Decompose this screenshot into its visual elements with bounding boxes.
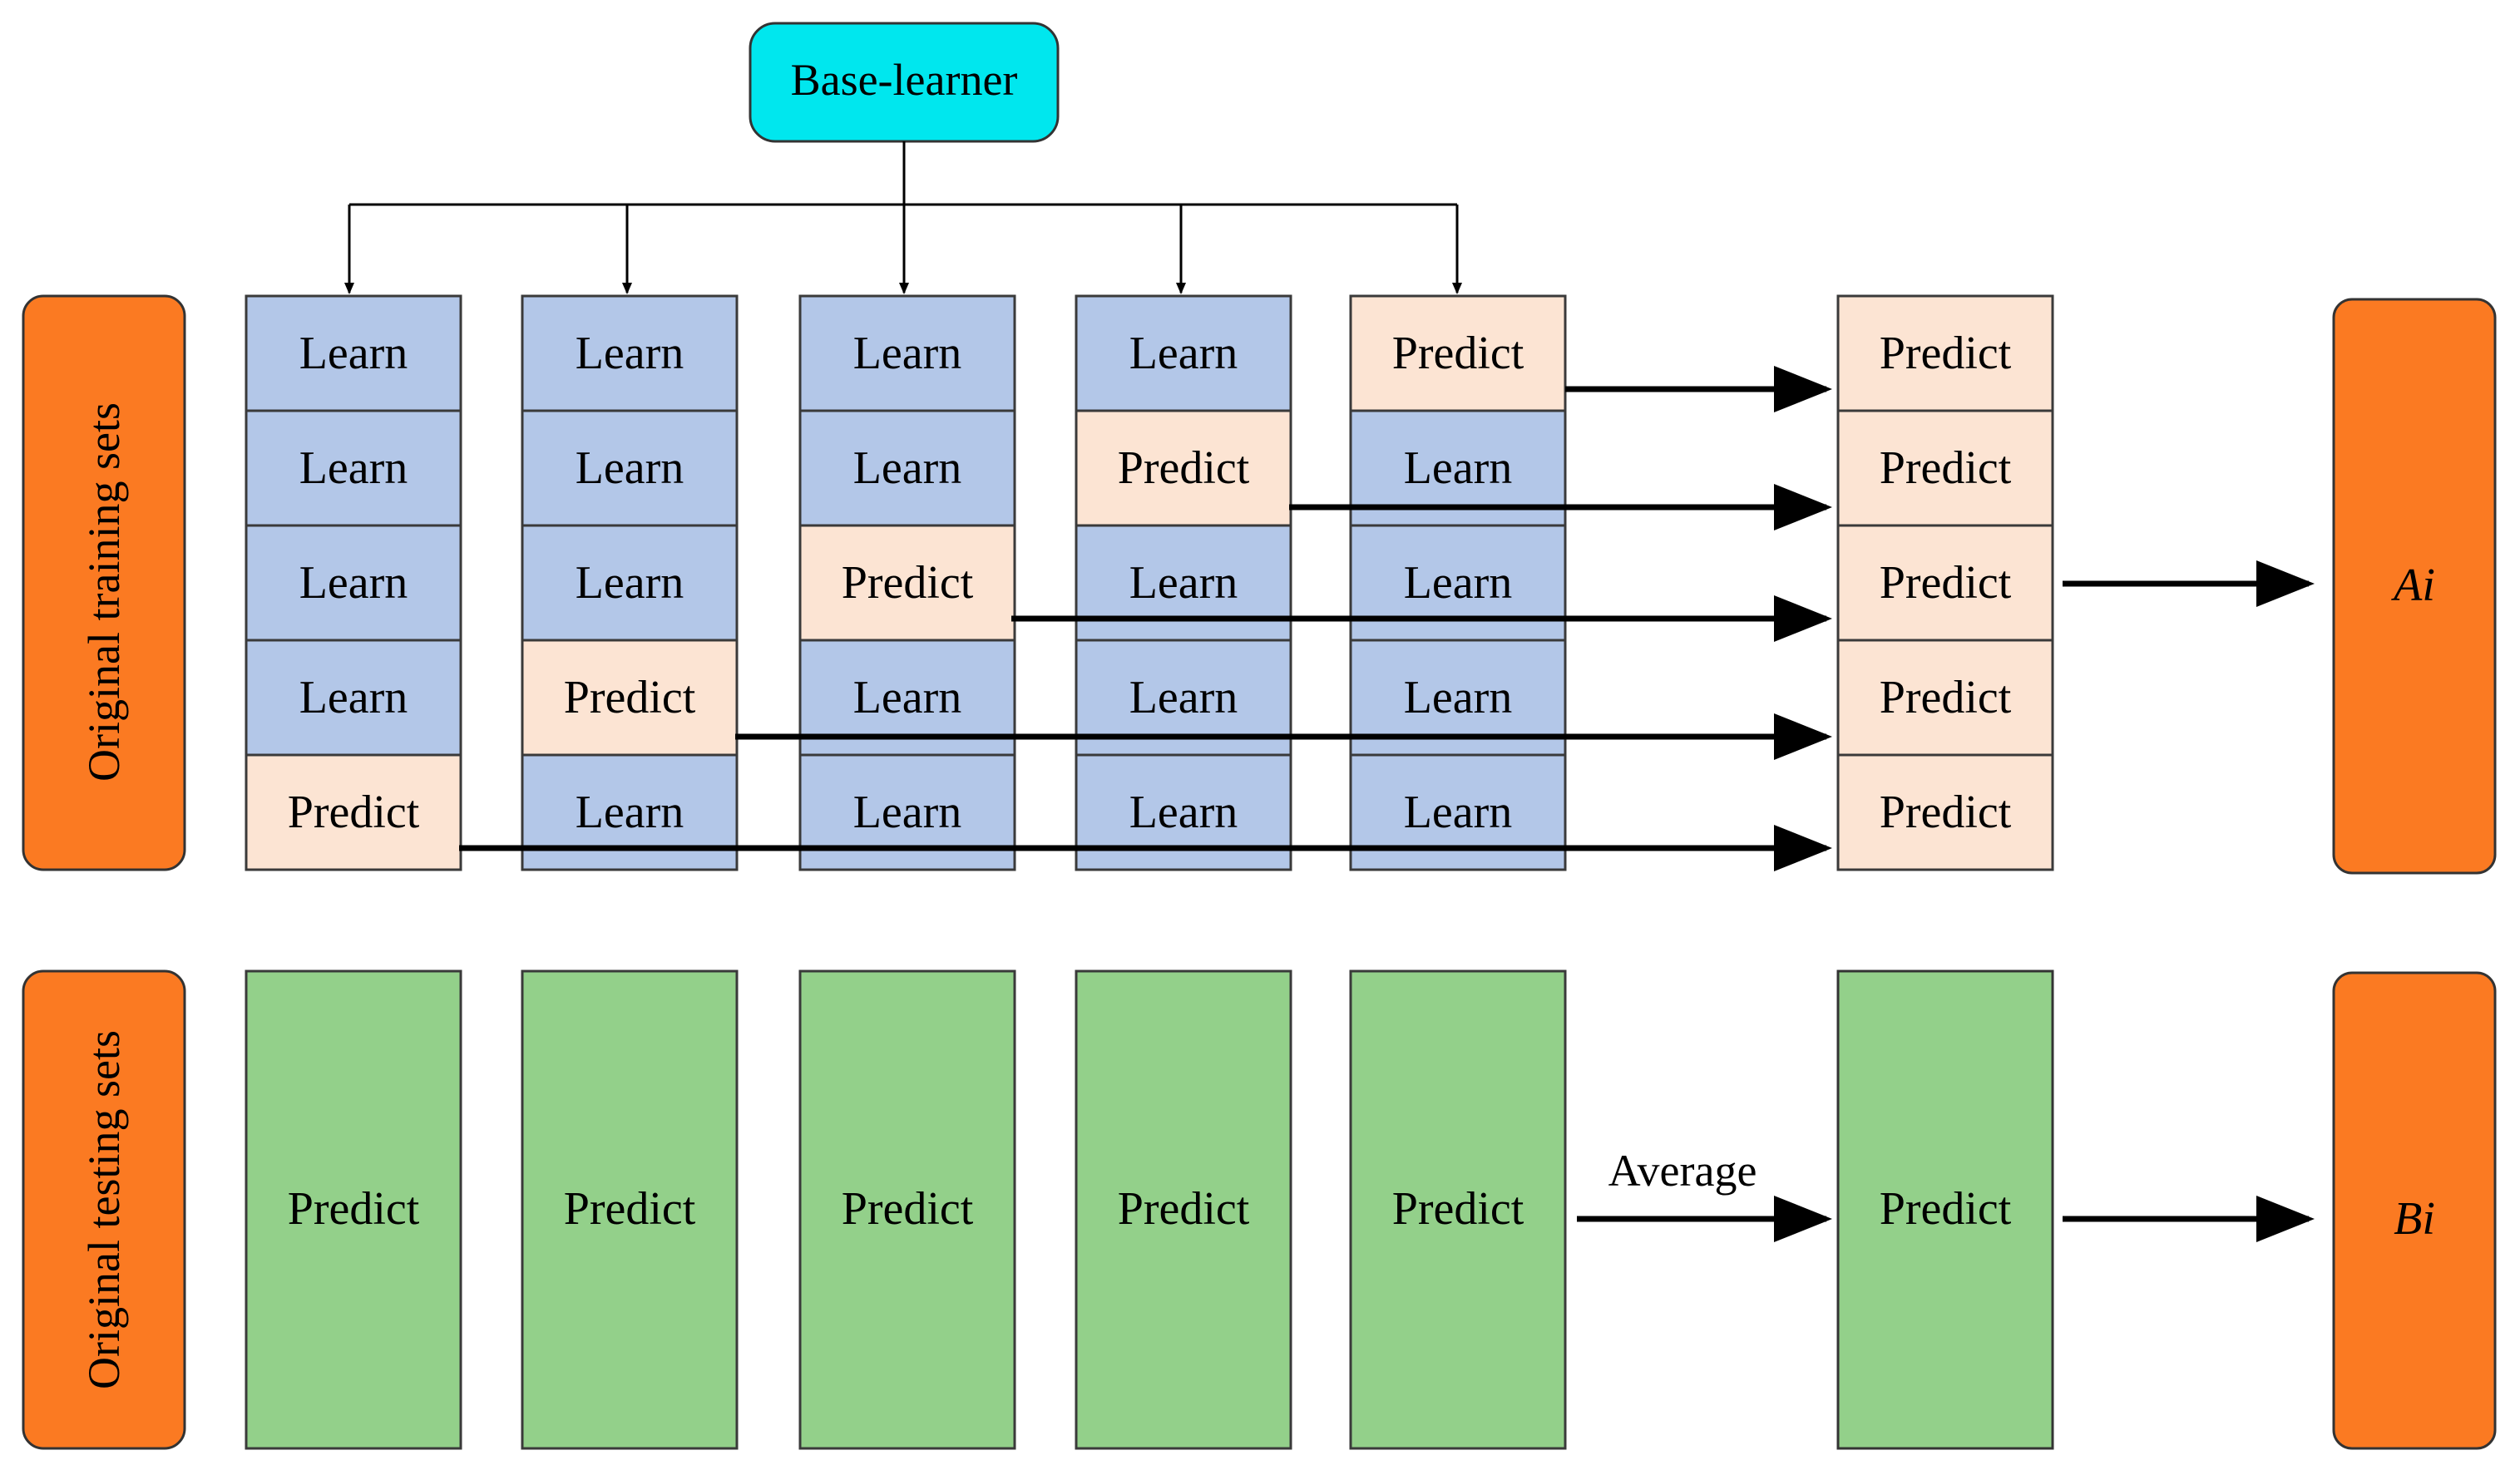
- test-predict-box: Predict: [1349, 969, 1567, 1450]
- cell-label: Learn: [299, 328, 408, 379]
- testing-prediction-row: Predict Predict Predict Predict Predict: [245, 969, 1567, 1450]
- cell-label: Predict: [564, 672, 696, 723]
- testing-side-label-box: Original testing sets: [22, 969, 186, 1450]
- output-ai-box: Ai: [2063, 298, 2497, 875]
- result-predict-cell: Predict: [1836, 294, 2054, 412]
- learn-cell: Learn: [1349, 524, 1567, 642]
- cell-label: Learn: [1129, 328, 1238, 379]
- learn-cell: Learn: [521, 294, 739, 412]
- cell-label: Predict: [1118, 1183, 1250, 1235]
- base-learner-label: Base-learner: [791, 55, 1018, 105]
- testing-result-box: Predict: [1836, 969, 2054, 1450]
- cell-label: Learn: [1404, 787, 1513, 838]
- base-learner-connectors: [344, 141, 1462, 294]
- cell-label: Predict: [288, 1183, 420, 1235]
- base-learner-box: Base-learner: [749, 22, 1060, 143]
- predict-cell: Predict: [245, 753, 462, 871]
- cell-label: Predict: [842, 557, 974, 609]
- cell-label: Predict: [288, 787, 420, 838]
- cell-label: Predict: [842, 1183, 974, 1235]
- cell-label: Learn: [576, 328, 684, 379]
- learn-cell: Learn: [1075, 294, 1292, 412]
- training-fold-grid: LearnLearnLearnLearnPredictLearnLearnLea…: [245, 294, 1567, 871]
- cell-label: Learn: [299, 442, 408, 494]
- training-side-label-box: Original training sets: [22, 294, 186, 871]
- predict-cell: Predict: [521, 639, 739, 757]
- testing-result-label: Predict: [1880, 1183, 2012, 1235]
- predict-cell: Predict: [798, 524, 1016, 642]
- cell-label: Learn: [1404, 557, 1513, 609]
- cell-label: Learn: [1404, 672, 1513, 723]
- cell-label: Learn: [299, 557, 408, 609]
- cell-label: Learn: [853, 442, 962, 494]
- cell-label: Learn: [1129, 672, 1238, 723]
- cell-label: Predict: [564, 1183, 696, 1235]
- cell-label: Predict: [1880, 672, 2012, 723]
- test-predict-box: Predict: [245, 969, 462, 1450]
- cell-label: Learn: [576, 557, 684, 609]
- learn-cell: Learn: [798, 409, 1016, 527]
- cell-label: Predict: [1392, 328, 1524, 379]
- cell-label: Predict: [1392, 1183, 1524, 1235]
- result-predict-cell: Predict: [1836, 524, 2054, 642]
- cell-label: Learn: [299, 672, 408, 723]
- cell-label: Learn: [576, 787, 684, 838]
- learn-cell: Learn: [1075, 753, 1292, 871]
- cell-label: Predict: [1118, 442, 1250, 494]
- cell-label: Predict: [1880, 442, 2012, 494]
- cell-label: Predict: [1880, 557, 2012, 609]
- result-predict-cell: Predict: [1836, 753, 2054, 871]
- average-label: Average: [1608, 1146, 1757, 1196]
- learn-cell: Learn: [245, 294, 462, 412]
- test-predict-box: Predict: [521, 969, 739, 1450]
- cell-label: Learn: [1129, 557, 1238, 609]
- predict-cell: Predict: [1349, 294, 1567, 412]
- learn-cell: Learn: [521, 524, 739, 642]
- output-bi-label: Bi: [2394, 1193, 2435, 1245]
- cell-label: Predict: [1880, 787, 2012, 838]
- learn-cell: Learn: [1349, 753, 1567, 871]
- cell-label: Learn: [1129, 787, 1238, 838]
- output-ai-label: Ai: [2390, 560, 2435, 611]
- learn-cell: Learn: [798, 753, 1016, 871]
- testing-side-label: Original testing sets: [79, 1030, 129, 1389]
- learn-cell: Learn: [798, 294, 1016, 412]
- learn-cell: Learn: [521, 409, 739, 527]
- average-arrow-group: Average: [1577, 1146, 1832, 1242]
- cell-label: Learn: [853, 672, 962, 723]
- training-side-label: Original training sets: [79, 402, 129, 782]
- test-predict-box: Predict: [1075, 969, 1292, 1450]
- cell-label: Learn: [1404, 442, 1513, 494]
- result-predict-cell: Predict: [1836, 639, 2054, 757]
- learn-cell: Learn: [245, 409, 462, 527]
- output-bi-box: Bi: [2063, 971, 2497, 1450]
- test-predict-box: Predict: [798, 969, 1016, 1450]
- learn-cell: Learn: [245, 639, 462, 757]
- cell-label: Learn: [853, 328, 962, 379]
- result-predict-cell: Predict: [1836, 409, 2054, 527]
- learn-cell: Learn: [1075, 524, 1292, 642]
- fold-prediction-arrows: [459, 366, 1832, 871]
- cell-label: Learn: [853, 787, 962, 838]
- predict-cell: Predict: [1075, 409, 1292, 527]
- learn-cell: Learn: [521, 753, 739, 871]
- learn-cell: Learn: [245, 524, 462, 642]
- cell-label: Predict: [1880, 328, 2012, 379]
- cell-label: Learn: [576, 442, 684, 494]
